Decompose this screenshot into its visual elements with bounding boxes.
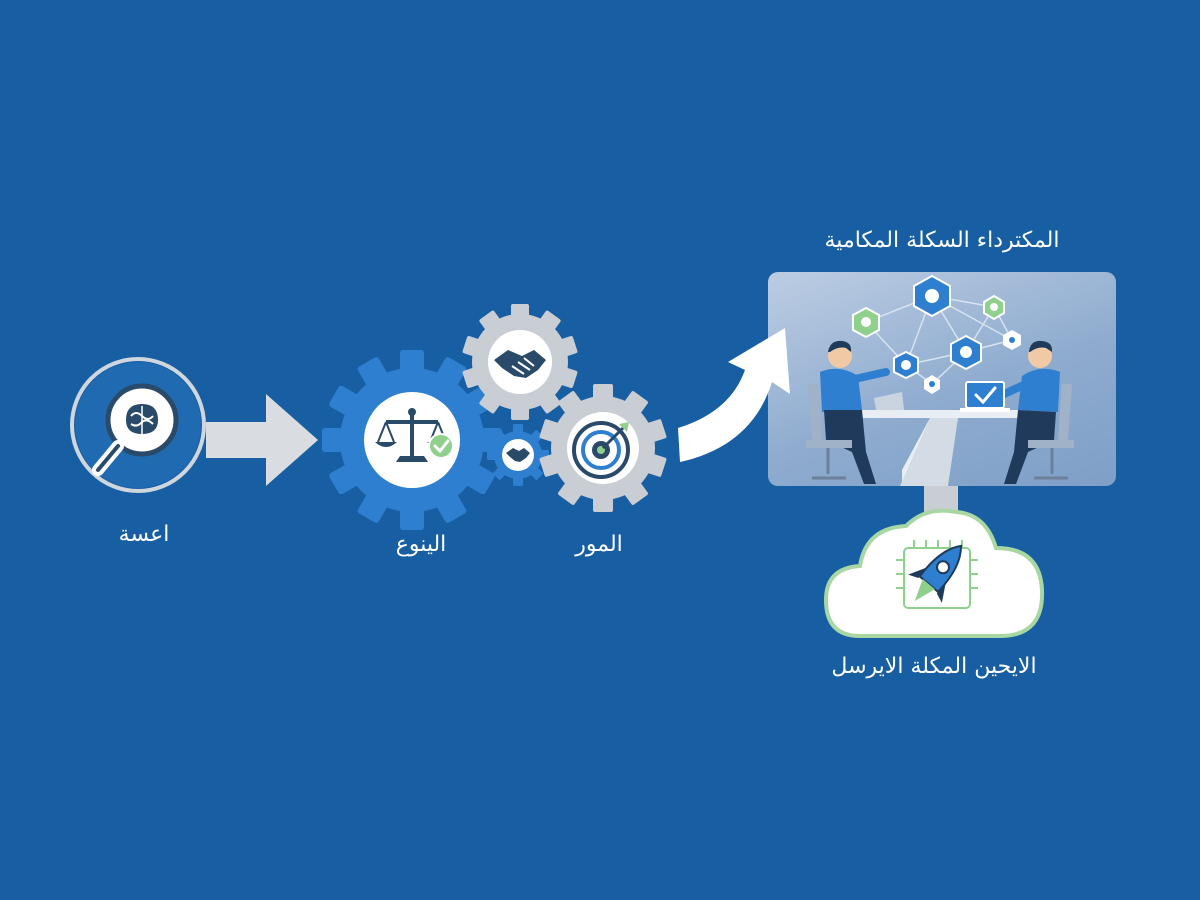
step-label-1: اعسة [118,522,170,547]
handshake-icon [494,350,546,378]
target-icon [572,421,630,479]
brain-search-icon [70,357,206,493]
arrow-right-icon [206,394,318,486]
cloud-label: الايحين المكلة الايرسل [831,654,1037,679]
panel-title: المكترداء السكلة المكامية [824,228,1060,253]
curved-arrow-icon [678,328,790,462]
gear-blue-small-icon [487,424,549,486]
check-badge-icon [428,433,454,459]
team-meeting-network-icon [806,274,1074,486]
step-label-3: المور [575,532,623,557]
rocket-cloud-icon [823,508,1045,638]
step-label-2: الينوع [395,532,447,557]
